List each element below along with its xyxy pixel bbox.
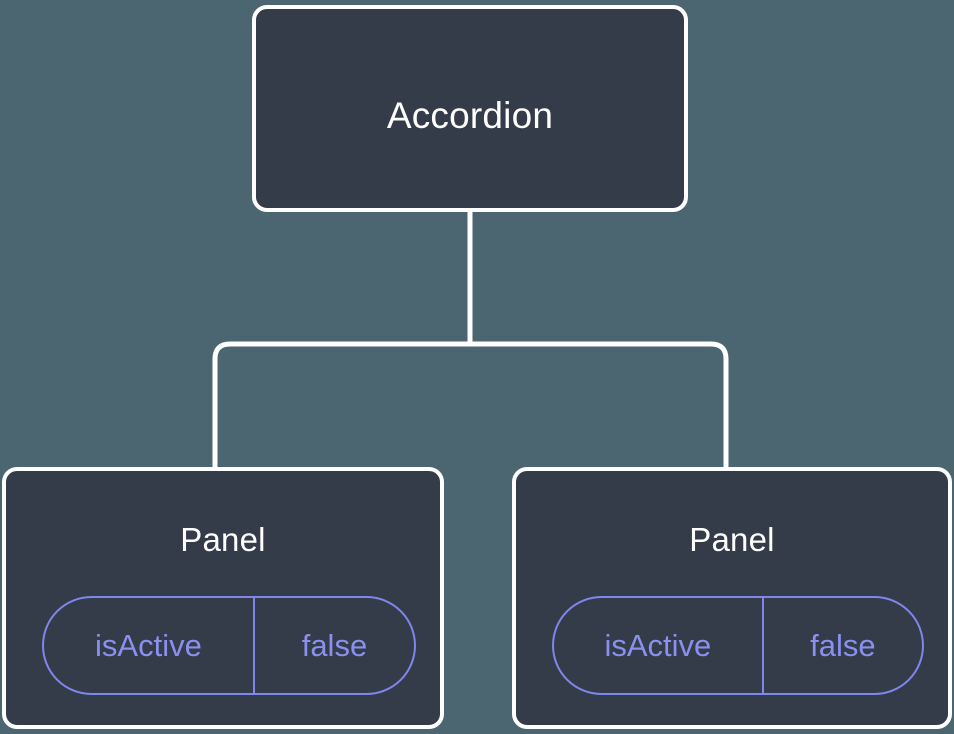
node-accordion[interactable]: Accordion — [252, 5, 688, 212]
node-panel-right-label: Panel — [689, 521, 775, 558]
state-value-left: false — [301, 627, 368, 663]
node-accordion-label: Accordion — [386, 95, 554, 136]
state-pill-right[interactable]: isActive false — [552, 596, 924, 695]
state-key-left: isActive — [44, 598, 255, 693]
connector-branch-bar — [212, 341, 729, 469]
state-key-right: isActive — [554, 598, 764, 693]
node-panel-left[interactable]: Panel isActive false — [2, 467, 444, 729]
state-value-right: false — [810, 627, 876, 663]
state-pill-left[interactable]: isActive false — [42, 596, 416, 695]
node-panel-right[interactable]: Panel isActive false — [512, 467, 952, 729]
node-panel-left-label: Panel — [180, 521, 266, 558]
